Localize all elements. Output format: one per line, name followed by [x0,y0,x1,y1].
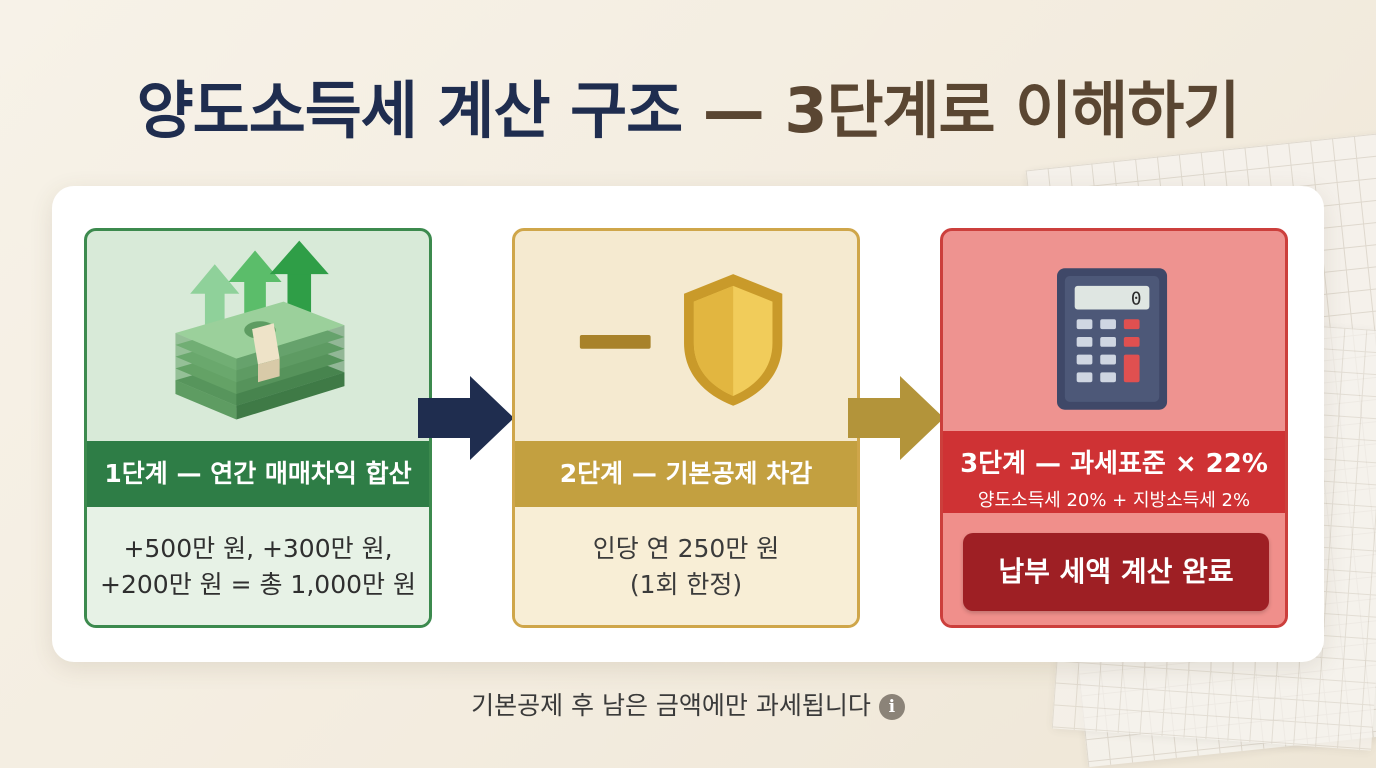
arrow-right-icon-2 [848,376,944,460]
step-3-card: 0 3단계 — 과세표준 × 22% 양도소득세 20% + 지방소득세 2% … [940,228,1288,628]
title-part-1: 양도소득세 계산 구조 [136,74,684,147]
step-1-label: 1단계 — 연간 매매차익 합산 [87,441,429,507]
footer-note: 기본공제 후 남은 금액에만 과세됩니다 i [0,686,1376,722]
step-1-card: 1단계 — 연간 매매차익 합산 +500만 원, +300만 원, +200만… [84,228,432,628]
steps-panel: 1단계 — 연간 매매차익 합산 +500만 원, +300만 원, +200만… [52,186,1324,662]
step-3-sub-label: 양도소득세 20% + 지방소득세 2% [977,490,1251,511]
info-icon[interactable]: i [878,694,905,720]
title-part-2: — 3단계로 이해하기 [682,74,1241,147]
footer-note-text: 기본공제 후 남은 금액에만 과세됩니다 [471,691,871,720]
step-1-detail-line-1: +500만 원, +300만 원, [123,534,393,563]
step-3-label-band: 3단계 — 과세표준 × 22% 양도소득세 20% + 지방소득세 2% [943,431,1285,513]
minus-shield-icon [579,274,783,406]
tax-result-button[interactable]: 납부 세액 계산 완료 [963,533,1269,611]
step-1-detail-area [87,507,429,625]
step-2-detail: 인당 연 250만 원 (1회 한정) [515,531,857,603]
arrow-right-icon [418,376,514,460]
step-2-detail-line-2: (1회 한정) [629,570,743,599]
calculator-display: 0 [1131,290,1142,310]
step-1-detail-line-2: +200만 원 = 총 1,000만 원 [100,570,416,599]
step-2-detail-area [515,507,857,625]
step-2-detail-line-1: 인당 연 250만 원 [592,534,780,563]
calculator-icon: 0 [1057,268,1168,410]
step-3-label: 3단계 — 과세표준 × 22% [960,449,1268,479]
step-2-label: 2단계 — 기본공제 차감 [515,441,857,507]
money-stack-up-arrows-icon [175,240,345,420]
page-title: 양도소득세 계산 구조 — 3단계로 이해하기 [0,60,1376,150]
step-1-detail: +500만 원, +300만 원, +200만 원 = 총 1,000만 원 [87,531,429,603]
step-2-card: 2단계 — 기본공제 차감 인당 연 250만 원 (1회 한정) [512,228,860,628]
